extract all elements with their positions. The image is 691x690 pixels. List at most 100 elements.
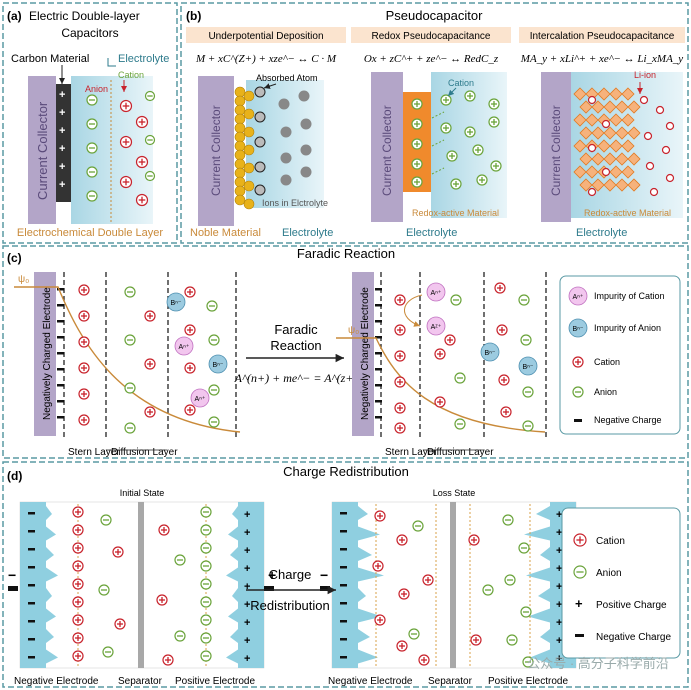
lattice-cell — [603, 152, 617, 166]
cation-mark — [572, 356, 584, 368]
anion-mark — [200, 650, 212, 662]
panel-c-right-ions: Aⁿ⁺Aᶻ⁺Bⁿ⁻Bⁿ⁻ — [394, 282, 538, 434]
panel-c-title: Faradic Reaction — [297, 246, 395, 261]
svg-text:+: + — [59, 89, 65, 101]
anion-mark — [200, 614, 212, 626]
panel-b1-electrolyte-label: Electrolyte — [282, 227, 333, 239]
positive-terminal-sign: + — [268, 567, 276, 583]
negative-charge-mark — [28, 602, 35, 605]
lattice-cell — [585, 165, 599, 179]
panel-a-title-2: Capacitors — [61, 26, 118, 40]
panel-d-loss-neg-label: Negative Electrode — [328, 676, 413, 687]
negative-charge-mark — [375, 400, 382, 403]
panel-d-frame — [2, 461, 689, 688]
panel-d: (d) Charge Redistribution Initial State … — [7, 464, 681, 687]
absorbed-atom — [254, 111, 266, 123]
panel-a-positive-charges: +++ +++ — [59, 89, 65, 191]
noble-atom — [234, 167, 246, 179]
anion-mark — [86, 94, 98, 106]
negative-charge-mark — [375, 384, 382, 387]
negative-charge-mark — [57, 368, 64, 371]
anion-mark — [200, 560, 212, 572]
cation-mark — [444, 334, 456, 346]
absorbed-atom — [254, 86, 266, 98]
panel-c-left-electrode-label: Negatively Charged Electrode — [42, 287, 53, 420]
panel-d-label: (d) — [7, 469, 22, 483]
anion-mark — [408, 628, 420, 640]
cation-mark — [394, 350, 406, 362]
cation-mark — [464, 126, 476, 138]
impurity-anion-mark: Bⁿ⁻ — [208, 354, 228, 374]
negative-charge-mark — [340, 530, 347, 533]
cation-mark — [78, 336, 90, 348]
negative-charge-mark — [375, 320, 382, 323]
panel-a-anion-label: Anion — [85, 84, 108, 94]
anion-mark — [144, 134, 156, 146]
panel-d-loss-pos-label: Positive Electrode — [488, 676, 568, 687]
lattice-cell — [615, 100, 629, 114]
svg-text:Bⁿ⁻: Bⁿ⁻ — [213, 362, 224, 369]
panel-a-cation-label: Cation — [118, 70, 144, 80]
ion-atom — [280, 152, 292, 164]
panel-c: (c) Faradic Reaction Negatively Charged … — [7, 246, 681, 458]
cation-mark — [144, 358, 156, 370]
ion-atom — [278, 98, 290, 110]
anion-mark — [144, 90, 156, 102]
negative-charge-mark — [57, 400, 64, 403]
lattice-cell — [585, 113, 599, 127]
lattice-cell — [627, 178, 641, 192]
positive-terminal — [264, 586, 274, 591]
negative-terminal-sign: − — [8, 567, 16, 583]
lattice-cell — [621, 139, 635, 153]
anion-mark — [124, 422, 136, 434]
panel-b1-noble-label: Noble Material — [190, 227, 261, 239]
noble-atom — [234, 185, 246, 197]
panel-c-left-stern: Stern Layer — [68, 447, 120, 458]
li-ion — [643, 131, 653, 141]
panel-b2-cations — [411, 87, 502, 190]
svg-text:+: + — [59, 143, 65, 155]
panel-b3-material-label: Redox-active Material — [584, 208, 671, 218]
anion-mark — [502, 514, 514, 526]
panel-c-left-ions: Bⁿ⁻Aⁿ⁺Bⁿ⁻Aⁿ⁺ — [78, 284, 228, 434]
cation-mark — [394, 402, 406, 414]
panel-a-electrolyte-arrow — [107, 58, 116, 67]
cation-mark — [72, 596, 84, 608]
panel-b2-equation: Ox + zC^+ + ze^− ↔ RedC_z — [364, 53, 499, 65]
li-ion — [587, 95, 597, 105]
anion-mark — [522, 656, 534, 668]
noble-atom — [234, 149, 246, 161]
negative-charge-mark — [28, 620, 35, 623]
lattice-cell — [597, 139, 611, 153]
noble-atom — [234, 122, 246, 134]
negative-terminal — [8, 586, 18, 591]
lattice-cell — [591, 152, 605, 166]
panel-a-bottom-label: Electrochemical Double Layer — [17, 227, 163, 239]
panel-a-title-1: Electric Double-layer — [29, 9, 140, 23]
anion-mark — [174, 554, 186, 566]
panel-c-left-electrode — [34, 272, 56, 436]
panel-c-left-potential-curve — [14, 286, 241, 433]
negative-charge-mark — [57, 336, 64, 339]
cation-mark — [411, 176, 423, 188]
noble-atom — [234, 194, 246, 206]
noble-atom — [234, 131, 246, 143]
panel-d-legend-box — [561, 507, 681, 659]
negative-charge-mark — [375, 336, 382, 339]
panel-b-title: Pseudocapacitor — [386, 8, 484, 23]
panel-c-legend-box — [559, 275, 681, 435]
cation-mark — [78, 310, 90, 322]
li-ion — [601, 119, 611, 129]
lattice-cell — [621, 87, 635, 101]
negative-charge-mark — [57, 304, 64, 307]
panel-c-right-electrode-label: Negatively Charged Electrode — [360, 287, 371, 420]
cation-mark — [184, 362, 196, 374]
noble-atom — [243, 144, 255, 156]
cation-mark — [374, 510, 386, 522]
cation-mark — [418, 654, 430, 666]
ion-atom — [300, 166, 312, 178]
cation-mark — [144, 310, 156, 322]
panel-b1-absorbed-atoms — [254, 83, 277, 196]
